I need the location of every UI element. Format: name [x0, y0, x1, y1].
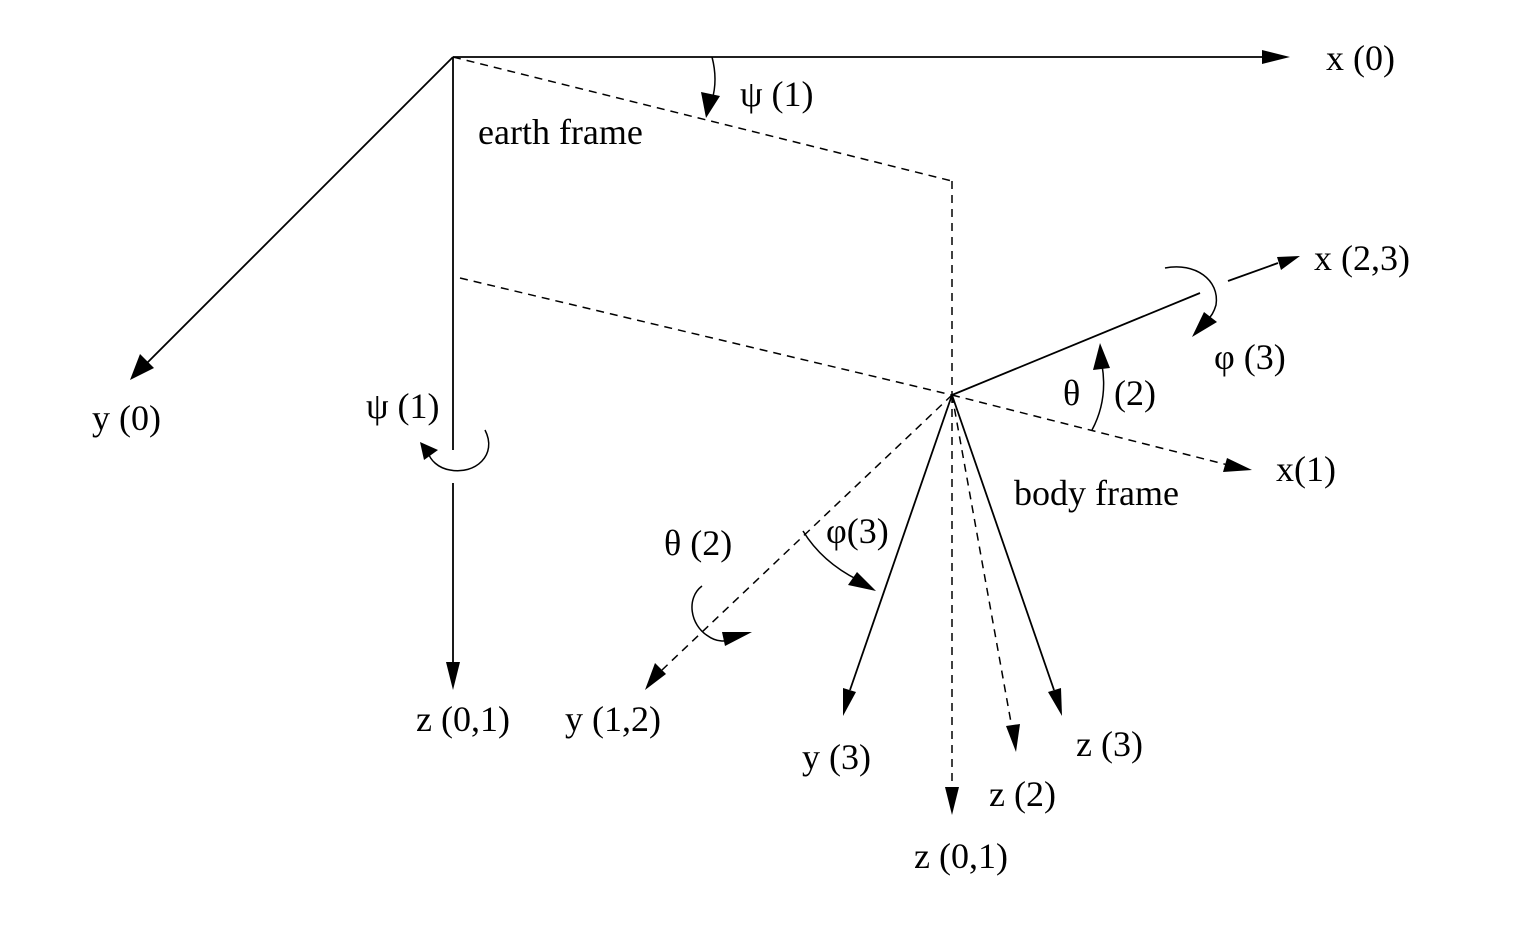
body-z01-arrowhead [945, 787, 959, 815]
label-theta-number: (2) [1114, 373, 1156, 413]
body-x23-arrowhead [1277, 256, 1300, 270]
label-theta2-left: θ (2) [664, 523, 732, 563]
body-x23-axis [951, 292, 1201, 396]
body-z3-axis [951, 394, 1055, 691]
body-y12-axis [661, 394, 953, 671]
label-body-frame: body frame [1014, 473, 1179, 513]
label-z3: z (3) [1076, 724, 1143, 764]
body-x1-axis [951, 394, 1229, 466]
label-z01-left: z (0,1) [416, 699, 510, 739]
rotation-arcs [420, 56, 1218, 646]
label-x0: x (0) [1326, 38, 1395, 78]
label-phi3-right: φ (3) [1214, 337, 1286, 377]
earth-x0-arrowhead [1262, 50, 1290, 64]
body-z3-arrowhead [1048, 688, 1062, 716]
body-z2-axis [951, 394, 1013, 729]
phi3-right-arc [1164, 266, 1218, 321]
psi1-left-arc [427, 429, 490, 472]
label-x23: x (2,3) [1314, 238, 1410, 278]
projection-lines [452, 56, 953, 396]
labels: x (0) ψ (1) earth frame x (2,3) φ (3) y … [92, 38, 1410, 876]
projection-line-middle [459, 277, 953, 396]
psi1-top-arc [711, 56, 716, 101]
label-y0: y (0) [92, 398, 161, 438]
phi3-mid-arc [802, 530, 859, 581]
label-x1: x(1) [1276, 449, 1336, 489]
body-x1-arrowhead [1223, 458, 1252, 472]
label-z2: z (2) [989, 774, 1056, 814]
body-y12-arrowhead [645, 663, 666, 690]
body-x23-axis-outer [1227, 262, 1279, 282]
theta2-right-arrowhead [1093, 343, 1110, 370]
projection-line-top [452, 56, 953, 182]
label-y3: y (3) [802, 737, 871, 777]
earth-z01-arrowhead [446, 662, 460, 690]
phi3-mid-arrowhead [848, 572, 876, 591]
label-y12: y (1,2) [565, 699, 661, 739]
earth-frame-axes [130, 50, 1290, 690]
body-y3-axis [849, 394, 953, 691]
label-z01-bottom: z (0,1) [914, 836, 1008, 876]
body-y3-arrowhead [843, 688, 856, 716]
psi1-left-arrowhead [420, 442, 438, 460]
earth-y0-axis [143, 56, 454, 367]
label-psi1-top: ψ (1) [740, 74, 814, 114]
psi1-top-arrowhead [701, 92, 720, 118]
label-phi3-mid: φ(3) [826, 511, 889, 551]
theta2-left-arrowhead [722, 632, 752, 646]
label-psi1-left: ψ (1) [366, 386, 440, 426]
earth-y0-arrowhead [130, 354, 154, 380]
label-earth-frame: earth frame [478, 112, 643, 152]
label-theta-symbol: θ [1063, 373, 1080, 413]
body-z2-arrowhead [1006, 724, 1020, 752]
theta2-right-arc [1091, 364, 1105, 431]
phi3-right-arrowhead [1192, 312, 1217, 337]
body-frame-axes [645, 256, 1300, 815]
